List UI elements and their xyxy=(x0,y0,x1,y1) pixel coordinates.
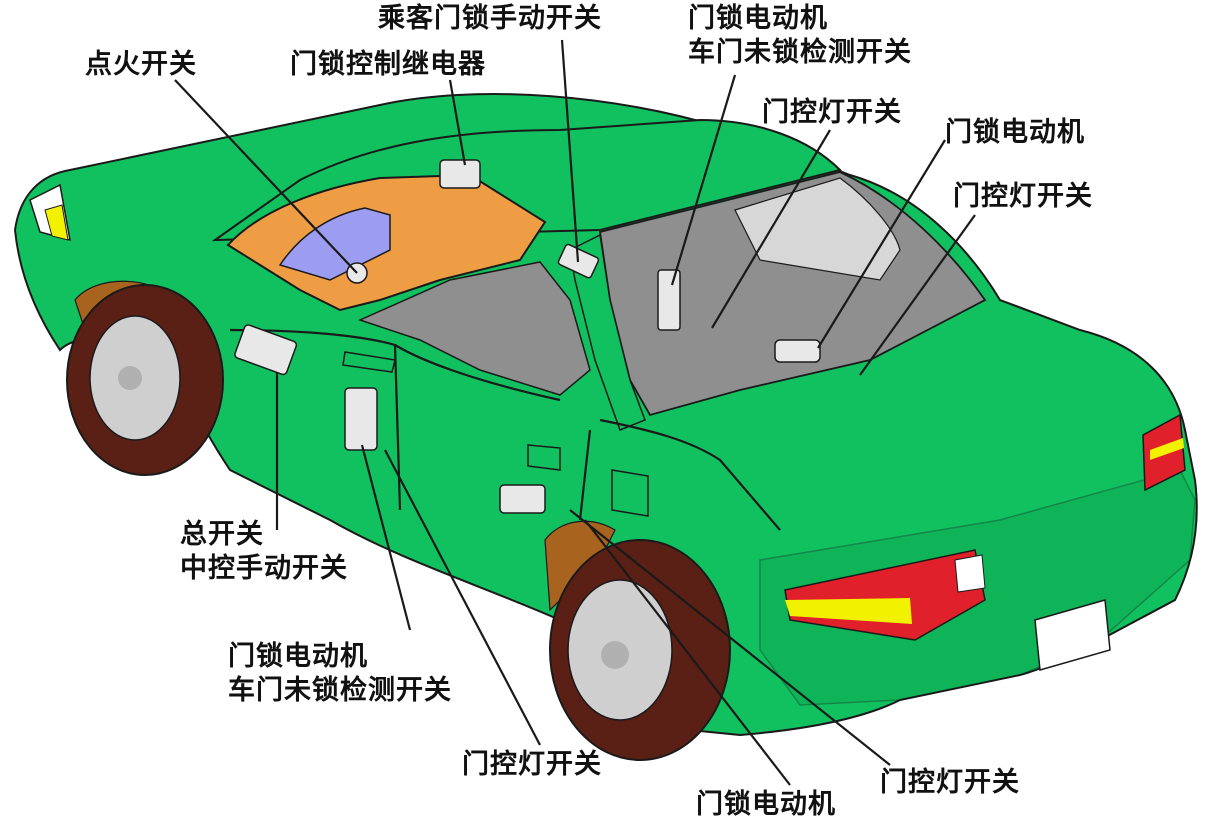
label-front-left-unlock-detect: 车门未锁检测开关 xyxy=(228,675,452,706)
leader-passenger-switch xyxy=(560,39,580,263)
leader-front-left-light xyxy=(384,449,541,746)
rear-hub-center xyxy=(601,641,629,669)
rear-right-motor-unit xyxy=(774,339,821,363)
leader-front-left-motor xyxy=(360,444,412,631)
rear-window xyxy=(734,177,901,281)
leader-rear-left-motor xyxy=(584,519,791,786)
b-pillar xyxy=(569,233,646,431)
front-hub-center xyxy=(118,366,142,390)
label-rear-right-light-switch: 门控灯开关 xyxy=(953,181,1093,212)
leader-front-right-motor xyxy=(670,74,737,286)
windshield-glass xyxy=(278,207,391,281)
leader-rear-right-light xyxy=(859,214,976,376)
rear-door-outline xyxy=(578,418,781,531)
label-rear-left-motor: 门锁电动机 xyxy=(696,789,836,820)
leader-rear-left-light xyxy=(569,509,891,766)
label-ignition-switch: 点火开关 xyxy=(85,49,197,80)
front-left-motor-unit xyxy=(344,387,378,451)
taillight-left-white xyxy=(954,554,986,593)
label-master-switch: 总开关 xyxy=(180,519,264,550)
label-front-left-light-switch: 门控灯开关 xyxy=(462,749,602,780)
label-front-right-light-switch: 门控灯开关 xyxy=(762,97,902,128)
leader-ignition xyxy=(174,79,358,274)
rear-door-handle xyxy=(527,444,561,471)
label-rear-right-motor: 门锁电动机 xyxy=(945,117,1085,148)
label-front-right-motor: 门锁电动机 xyxy=(688,3,828,34)
relay-unit xyxy=(439,159,481,189)
headlight-amber xyxy=(44,204,69,241)
taillight-left-amber xyxy=(785,598,912,624)
label-relay: 门锁控制继电器 xyxy=(290,49,486,80)
leader-front-right-light xyxy=(711,129,831,329)
front-door-handle xyxy=(342,351,396,373)
label-rear-left-light-switch: 门控灯开关 xyxy=(880,767,1020,798)
interior-floor xyxy=(357,261,591,396)
master-switch-unit xyxy=(234,324,298,376)
label-central-manual-switch: 中控手动开关 xyxy=(180,553,348,584)
label-passenger-manual-switch: 乘客门锁手动开关 xyxy=(378,3,602,34)
front-right-motor-unit xyxy=(657,269,681,331)
rear-fender xyxy=(544,520,616,612)
label-front-right-unlock-detect: 车门未锁检测开关 xyxy=(688,37,912,68)
rear-left-motor-unit xyxy=(499,484,546,514)
fuel-door xyxy=(611,469,649,517)
leader-rear-right-motor xyxy=(817,139,946,349)
taillight-right-amber xyxy=(1150,438,1184,460)
label-front-left-motor: 门锁电动机 xyxy=(228,641,368,672)
license-plate xyxy=(1034,599,1111,671)
leader-relay xyxy=(448,79,467,166)
